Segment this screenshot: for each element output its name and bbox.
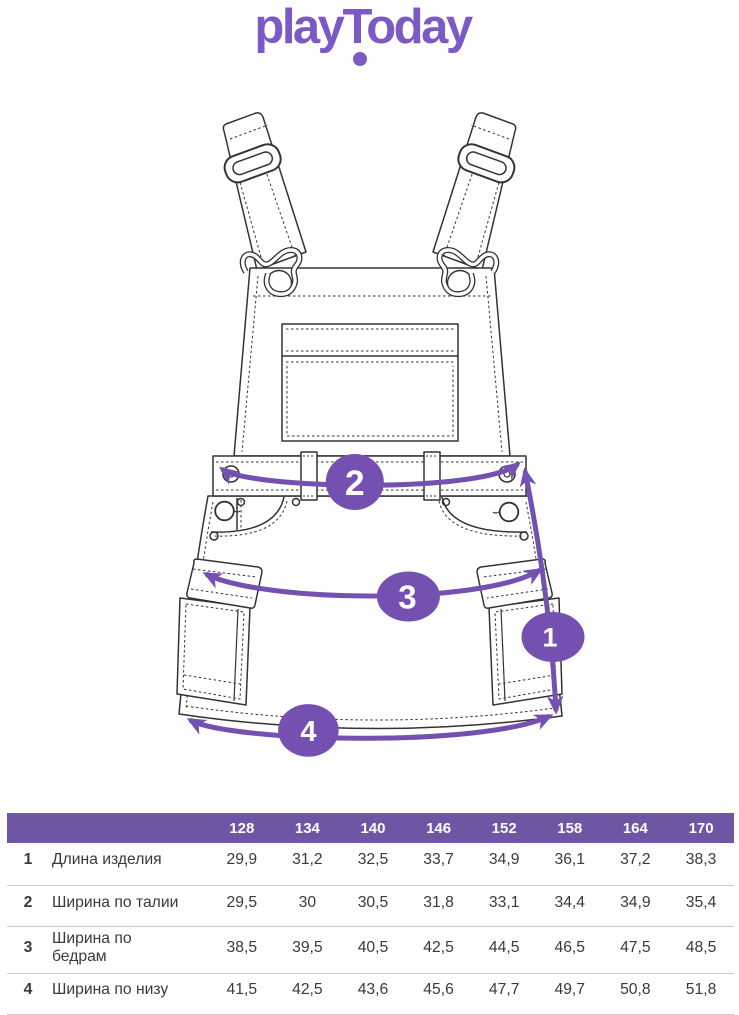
svg-text:3: 3 <box>398 578 416 615</box>
svg-text:1: 1 <box>542 623 557 653</box>
svg-text:4: 4 <box>300 716 316 748</box>
svg-text:2: 2 <box>345 463 365 503</box>
